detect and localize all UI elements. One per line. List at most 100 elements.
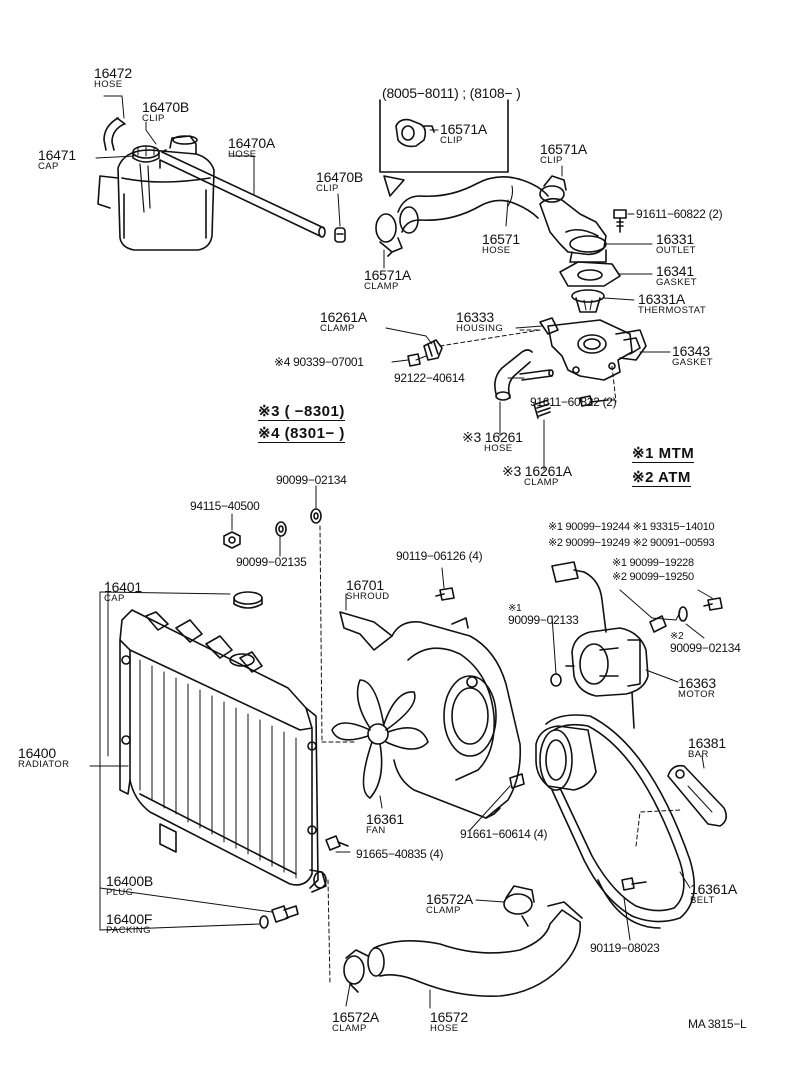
label-91611-top: 91611−60822 (2) <box>636 207 723 221</box>
bolt-90119-08023 <box>621 877 647 891</box>
leader-lines <box>89 95 713 1009</box>
plug-90339 <box>407 353 421 367</box>
gasket-16341 <box>559 261 621 287</box>
water-outlet-16331 <box>539 197 607 263</box>
lower-hose-16572 <box>367 901 583 998</box>
note-3: ※3 ( −8301) <box>258 403 345 421</box>
clamp-16261A-top <box>423 339 443 361</box>
washer-motor-right <box>678 606 688 622</box>
belt-16361A <box>545 714 696 929</box>
radiator-16400 <box>119 609 327 893</box>
motor-group-a: ※1 90099−19244 ※1 93315−14010 <box>548 521 715 533</box>
nut-94115 <box>223 531 241 549</box>
bolt-91665 <box>325 835 349 851</box>
fan-pulley <box>535 725 597 791</box>
clamp-16572A-bottom <box>343 949 369 993</box>
diagram-code: MA 3815−L <box>688 1017 747 1031</box>
hose-16470A <box>159 149 326 238</box>
label-90119-08023: 90119−08023 <box>590 941 660 955</box>
motor-group-c2: ※2 90099−19250 <box>612 571 694 583</box>
label-90119-06126: 90119−06126 (4) <box>396 549 483 563</box>
clamp-16571A <box>375 213 403 257</box>
bolt-90091-00593 <box>703 597 723 611</box>
label-91665: 91665−40835 (4) <box>356 847 444 861</box>
arrow-pointer <box>383 175 405 197</box>
gasket-16343 <box>615 329 647 361</box>
label-90099-02134-top: 90099−02134 <box>276 473 347 487</box>
drain-plug-16400B <box>271 905 299 923</box>
hose-16571 <box>397 176 549 234</box>
label-90099-02135: 90099−02135 <box>236 555 307 569</box>
cap-16471 <box>132 145 160 163</box>
motor-connector <box>551 561 607 633</box>
clip-16571A <box>539 175 567 203</box>
label-91661: 91661−60614 (4) <box>460 827 548 841</box>
fan-16361 <box>331 679 429 799</box>
fan-shroud-16701 <box>339 611 522 819</box>
washer-90099-02133 <box>550 673 562 687</box>
clamp-16572A-top <box>503 885 535 927</box>
bar-16381 <box>667 764 728 827</box>
clip-16470B <box>334 227 346 243</box>
label-91611-bottom: 91611−60822 (2) <box>530 395 617 409</box>
fan-motor-16363 <box>565 627 649 729</box>
bypass-hose-16261 <box>494 349 533 401</box>
label-94115: 94115−40500 <box>190 499 260 513</box>
bolt-91661-60614 <box>509 773 525 789</box>
packing-16400F <box>259 915 269 929</box>
thermostat-16331A <box>571 289 605 313</box>
motor-group-c1: ※1 90099−19228 <box>612 557 694 569</box>
washer-90099-02135 <box>275 521 287 537</box>
note-mtm: ※1 MTM <box>632 445 695 463</box>
dashed-guides <box>327 329 681 985</box>
label-92122: 92122−40614 <box>394 371 465 385</box>
spring-clamp-16261A <box>533 399 551 419</box>
note-atm: ※2 ATM <box>632 469 691 487</box>
bolt-91611-bottom <box>579 395 609 407</box>
motor-group-b: ※2 90099−19249 ※2 90091−00593 <box>548 537 715 549</box>
label-90339: ※4 90339−07001 <box>274 355 364 369</box>
bolt-90119-06126 <box>435 587 455 601</box>
radiator-cap-16401 <box>233 591 263 609</box>
hose-16472 <box>103 117 126 151</box>
housing-16333 <box>539 317 633 381</box>
reservoir-tank <box>97 135 215 251</box>
pipe-92122 <box>519 369 554 381</box>
washer-90099-02134 <box>310 508 322 524</box>
range-header: (8005−8011) ; (8108− ) <box>382 85 521 101</box>
bolt-91611-top <box>613 209 627 233</box>
note-4: ※4 (8301− ) <box>258 425 345 443</box>
